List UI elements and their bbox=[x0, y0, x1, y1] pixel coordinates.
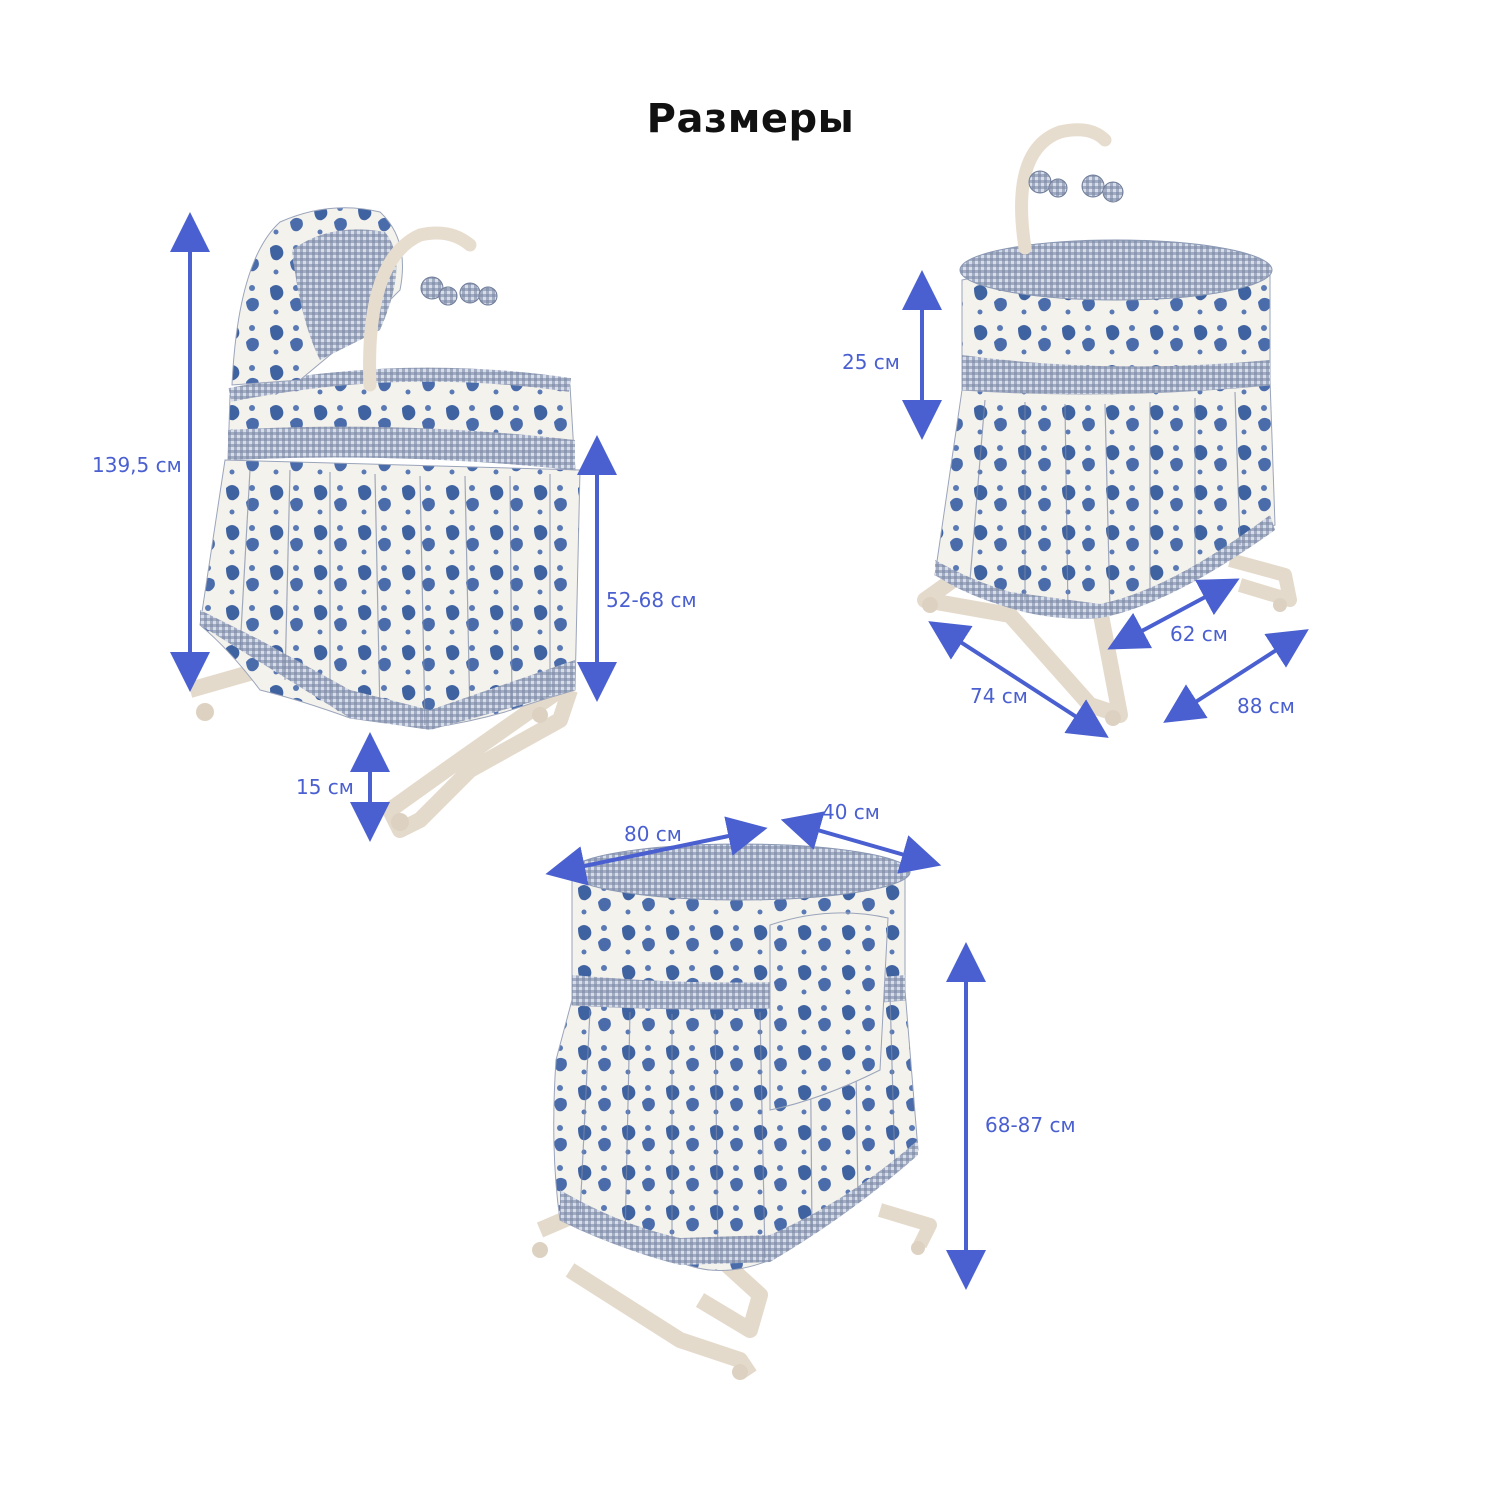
base-width-label: 62 см bbox=[1170, 622, 1228, 646]
page-title: Размеры bbox=[646, 96, 855, 142]
tilt-height-label: 15 см bbox=[296, 775, 354, 799]
base-span-label: 88 см bbox=[1237, 694, 1295, 718]
bassinet-with-canopy-image bbox=[187, 207, 581, 838]
basket-length-label: 80 см bbox=[624, 822, 682, 846]
basket-depth-label: 25 см bbox=[842, 350, 900, 374]
base-length-label: 74 см bbox=[970, 684, 1028, 708]
total-height-label: 139,5 см bbox=[92, 453, 182, 477]
dimension-arrows-view-2 bbox=[902, 270, 1309, 738]
bassinet-image bbox=[532, 843, 937, 1380]
basket-width-label: 40 см bbox=[822, 800, 880, 824]
dimension-arrows-view-1 bbox=[170, 212, 617, 842]
dimension-arrows-view-3 bbox=[545, 811, 986, 1290]
bassinet-height-label: 68-87 см bbox=[985, 1113, 1076, 1137]
bed-height-label: 52-68 см bbox=[606, 588, 697, 612]
rocking-bassinet-image bbox=[917, 123, 1297, 726]
